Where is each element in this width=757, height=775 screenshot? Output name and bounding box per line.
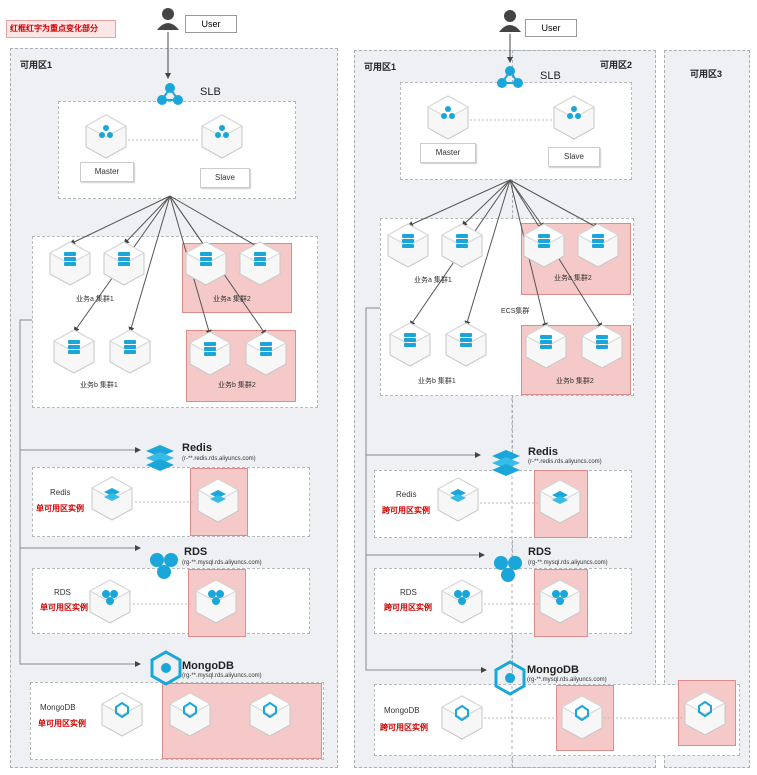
right-slb-label: SLB (540, 70, 561, 82)
right-redis-group (374, 470, 632, 538)
left-master-node (85, 114, 127, 159)
left-master-label: Master (80, 162, 134, 182)
right-redis-label: Redis (396, 490, 417, 499)
right-biz-a2: 业务a 集群2 (554, 275, 592, 282)
left-rds-label: RDS (54, 588, 71, 597)
left-slb-icon (156, 82, 184, 106)
left-mongo-mode: 单可用区实例 (38, 719, 86, 728)
right-mongo-sub: (rg-**.mysql.rds.aliyuncs.com) (527, 677, 607, 683)
left-redis-group (32, 467, 310, 537)
left-redis-icon (146, 445, 174, 471)
note-text: 红框红字为重点变化部分 (10, 24, 98, 33)
right-biz-b1: 业务b 集群1 (418, 378, 456, 385)
right-slave-label: Slave (548, 147, 600, 167)
right-zone3-title: 可用区3 (690, 69, 723, 79)
right-master-label: Master (420, 143, 476, 163)
left-slb-label: SLB (200, 86, 221, 98)
right-rds-title: RDS (528, 546, 552, 558)
right-rds-sub: (rg-**.mysql.rds.aliyuncs.com) (528, 560, 608, 566)
left-redis-title: Redis (182, 442, 212, 454)
right-redis-mode: 跨可用区实例 (382, 506, 430, 515)
left-redis-mode: 单可用区实例 (36, 504, 84, 513)
right-mongo-title: MongoDB (527, 664, 579, 676)
right-zone2-title: 可用区2 (600, 60, 633, 70)
left-biz-a1: 业务a 集群1 (76, 296, 114, 303)
right-mongo-mode: 跨可用区实例 (380, 723, 428, 732)
right-rds-icon (494, 556, 522, 582)
left-slave-label: Slave (200, 168, 250, 188)
left-biz-b2: 业务b 集群2 (218, 382, 256, 389)
right-mongo-label: MongoDB (384, 706, 420, 715)
right-ecs-label: ECS集群 (501, 308, 530, 315)
left-rds-group (32, 568, 310, 634)
right-mongo-icon (494, 660, 526, 696)
left-mongo-label: MongoDB (40, 703, 76, 712)
left-rds-sub: (rg-**.mysql.rds.aliyuncs.com) (182, 560, 262, 566)
right-redis-title: Redis (528, 446, 558, 458)
right-user-box: User (525, 19, 577, 37)
left-redis-label: Redis (50, 488, 71, 497)
right-slb-icon (496, 65, 524, 89)
right-zone-2 (512, 50, 656, 768)
right-zone-3 (664, 50, 750, 768)
left-mongo-icon (150, 650, 182, 686)
right-zone1-title: 可用区1 (364, 62, 397, 72)
right-biz-b2: 业务b 集群2 (556, 378, 594, 385)
left-user-icon (157, 8, 179, 30)
left-rds-icon (150, 553, 178, 579)
left-redis-sub: (r-**.redis.rds.aliyuncs.com) (182, 456, 256, 462)
right-redis-icon (492, 450, 520, 476)
left-user-box: User (185, 15, 237, 33)
left-rds-title: RDS (184, 546, 208, 558)
right-redis-sub: (r-**.redis.rds.aliyuncs.com) (528, 459, 602, 465)
right-rds-mode: 跨可用区实例 (384, 603, 432, 612)
note-box (6, 20, 116, 38)
right-rds-label: RDS (400, 588, 417, 597)
left-biz-b1: 业务b 集群1 (80, 382, 118, 389)
left-mongo-sub: (rg-**.mysql.rds.aliyuncs.com) (182, 673, 262, 679)
right-user-icon (499, 10, 521, 32)
left-zone-title: 可用区1 (20, 60, 53, 70)
left-slave-node (201, 114, 243, 159)
left-mongo-title: MongoDB (182, 660, 234, 672)
right-biz-a1: 业务a 集群1 (414, 277, 452, 284)
left-biz-a2: 业务a 集群2 (213, 296, 251, 303)
left-rds-mode: 单可用区实例 (40, 603, 88, 612)
